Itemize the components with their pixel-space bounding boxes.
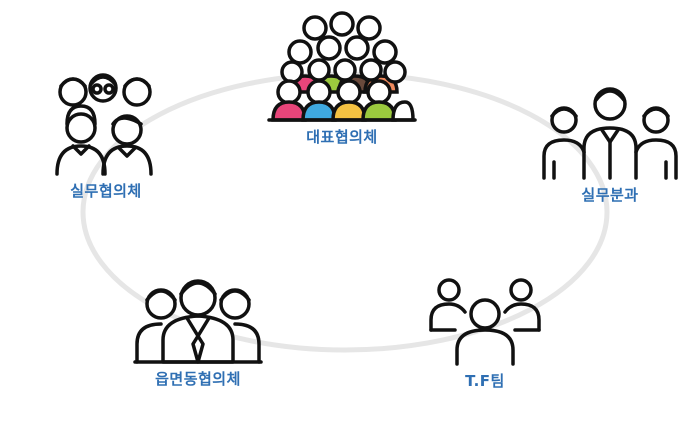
node-label: 대표협의체 xyxy=(306,128,378,146)
node-working-council: 실무협의체 xyxy=(36,72,176,201)
node-label: 실무분과 xyxy=(581,186,639,204)
node-town-council: 읍면동협의체 xyxy=(118,278,278,389)
crowd-audience-icon xyxy=(267,11,417,122)
team-network-icon xyxy=(429,278,541,366)
three-people-icon xyxy=(542,87,678,180)
node-tf-team: T.F팀 xyxy=(410,276,560,391)
node-label: 읍면동협의체 xyxy=(155,370,241,388)
node-working-subcommittee: 실무분과 xyxy=(530,86,690,205)
business-people-icon xyxy=(133,279,263,364)
node-label: 실무협의체 xyxy=(70,182,142,200)
group-of-people-icon xyxy=(55,73,153,176)
node-representative-council: 대표협의체 xyxy=(262,11,422,147)
node-label: T.F팀 xyxy=(465,372,505,390)
